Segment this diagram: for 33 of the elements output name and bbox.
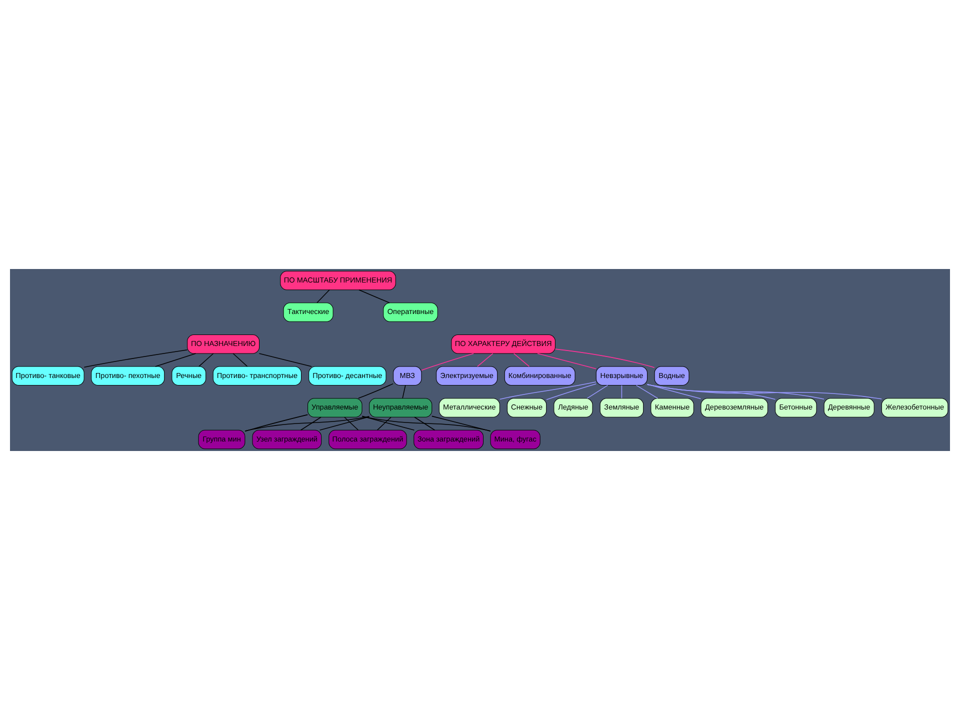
connector bbox=[499, 382, 596, 400]
connector bbox=[432, 416, 491, 432]
connector bbox=[300, 416, 322, 431]
connector bbox=[646, 384, 824, 400]
connector bbox=[646, 384, 776, 400]
connector bbox=[537, 353, 596, 370]
connector bbox=[421, 353, 474, 371]
connector bbox=[358, 383, 394, 399]
connector bbox=[362, 416, 415, 430]
connector bbox=[244, 416, 370, 432]
connector bbox=[477, 353, 494, 367]
connector bbox=[586, 384, 608, 399]
connector bbox=[316, 290, 330, 304]
connector bbox=[636, 384, 658, 399]
connector bbox=[402, 384, 406, 399]
connector bbox=[546, 383, 597, 400]
connector bbox=[155, 353, 196, 367]
connector bbox=[232, 353, 248, 367]
connector bbox=[258, 353, 312, 367]
connector bbox=[362, 416, 491, 432]
connector bbox=[621, 384, 622, 399]
connector bbox=[646, 384, 882, 400]
connector bbox=[198, 353, 214, 367]
connector bbox=[646, 384, 702, 400]
connector bbox=[376, 416, 392, 430]
connector bbox=[414, 416, 436, 431]
connector bbox=[84, 349, 188, 368]
connector bbox=[244, 414, 308, 432]
connector bbox=[554, 348, 655, 368]
connector bbox=[344, 416, 359, 430]
connector bbox=[358, 290, 390, 304]
connector bbox=[514, 353, 530, 367]
connector bbox=[319, 416, 370, 430]
